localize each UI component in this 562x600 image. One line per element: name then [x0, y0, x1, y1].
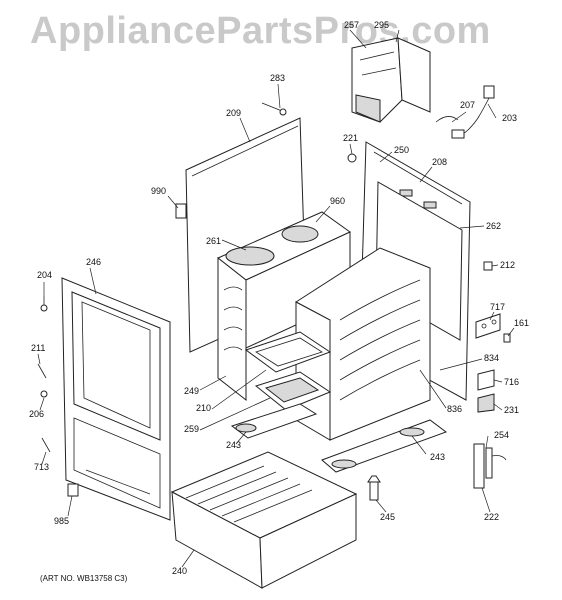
- callout-254: 254: [494, 430, 510, 440]
- callout-295: 295: [374, 20, 390, 30]
- oven-top-261: [217, 211, 351, 281]
- leader-lines: [37, 29, 515, 568]
- callout-208: 208: [432, 157, 448, 167]
- screw-211-part: [37, 363, 47, 379]
- callout-990: 990: [151, 186, 167, 196]
- screw-713-part: [41, 437, 51, 453]
- callout-717: 717: [490, 302, 506, 312]
- drawer-240: [170, 451, 358, 589]
- callout-834: 834: [484, 353, 500, 363]
- callout-221: 221: [343, 133, 359, 143]
- callout-250: 250: [394, 145, 410, 155]
- callout-203: 203: [502, 113, 518, 123]
- clip-212-part: [483, 261, 493, 271]
- igniter-254-222-part: [473, 443, 507, 489]
- bracket-985-part: [67, 483, 79, 497]
- callout-257: 257: [344, 20, 360, 30]
- callout-985: 985: [54, 516, 70, 526]
- callout-249: 249: [184, 386, 200, 396]
- callout-210: 210: [196, 403, 212, 413]
- callout-716: 716: [504, 377, 520, 387]
- callout-960: 960: [330, 196, 346, 206]
- screw-206-part: [40, 390, 48, 398]
- callout-240: 240: [172, 566, 188, 576]
- clip-221-part: [347, 153, 357, 163]
- screw-204-part: [40, 296, 48, 312]
- callout-204: 204: [37, 270, 53, 280]
- part-231: [477, 393, 495, 413]
- callout-231: 231: [504, 405, 520, 415]
- bracket-990-part: [175, 203, 187, 219]
- callout-206: 206: [29, 409, 45, 419]
- callout-836: 836: [447, 404, 463, 414]
- callout-161: 161: [514, 318, 530, 328]
- callout-212: 212: [500, 260, 516, 270]
- oven-liner-left: [217, 231, 351, 402]
- callout-243-right: 243: [430, 452, 446, 462]
- callout-243-left: 243: [226, 440, 242, 450]
- switch-717-part: [475, 313, 501, 339]
- oven-rack-210: [244, 331, 332, 373]
- callout-246: 246: [86, 257, 102, 267]
- callout-207: 207: [460, 100, 476, 110]
- door-frame-246: [61, 277, 171, 521]
- part-716: [477, 369, 495, 391]
- screw-283-part: [261, 102, 287, 116]
- callout-713: 713: [34, 462, 50, 472]
- callout-283: 283: [270, 73, 286, 83]
- broiler-pan-259: [254, 371, 332, 411]
- part-161: [503, 333, 511, 343]
- callout-261: 261: [206, 236, 222, 246]
- callout-245: 245: [380, 512, 396, 522]
- wire-harness-part: [435, 85, 495, 139]
- callout-211: 211: [31, 343, 46, 353]
- art-number: (ART NO. WB13758 C3): [40, 574, 128, 583]
- callout-262: 262: [486, 221, 502, 231]
- burner-243-right: [321, 419, 448, 473]
- leveling-leg-245: [367, 475, 381, 501]
- callout-259: 259: [184, 424, 200, 434]
- callout-222: 222: [484, 512, 500, 522]
- vent-duct-part: [351, 37, 431, 123]
- callout-209: 209: [226, 108, 242, 118]
